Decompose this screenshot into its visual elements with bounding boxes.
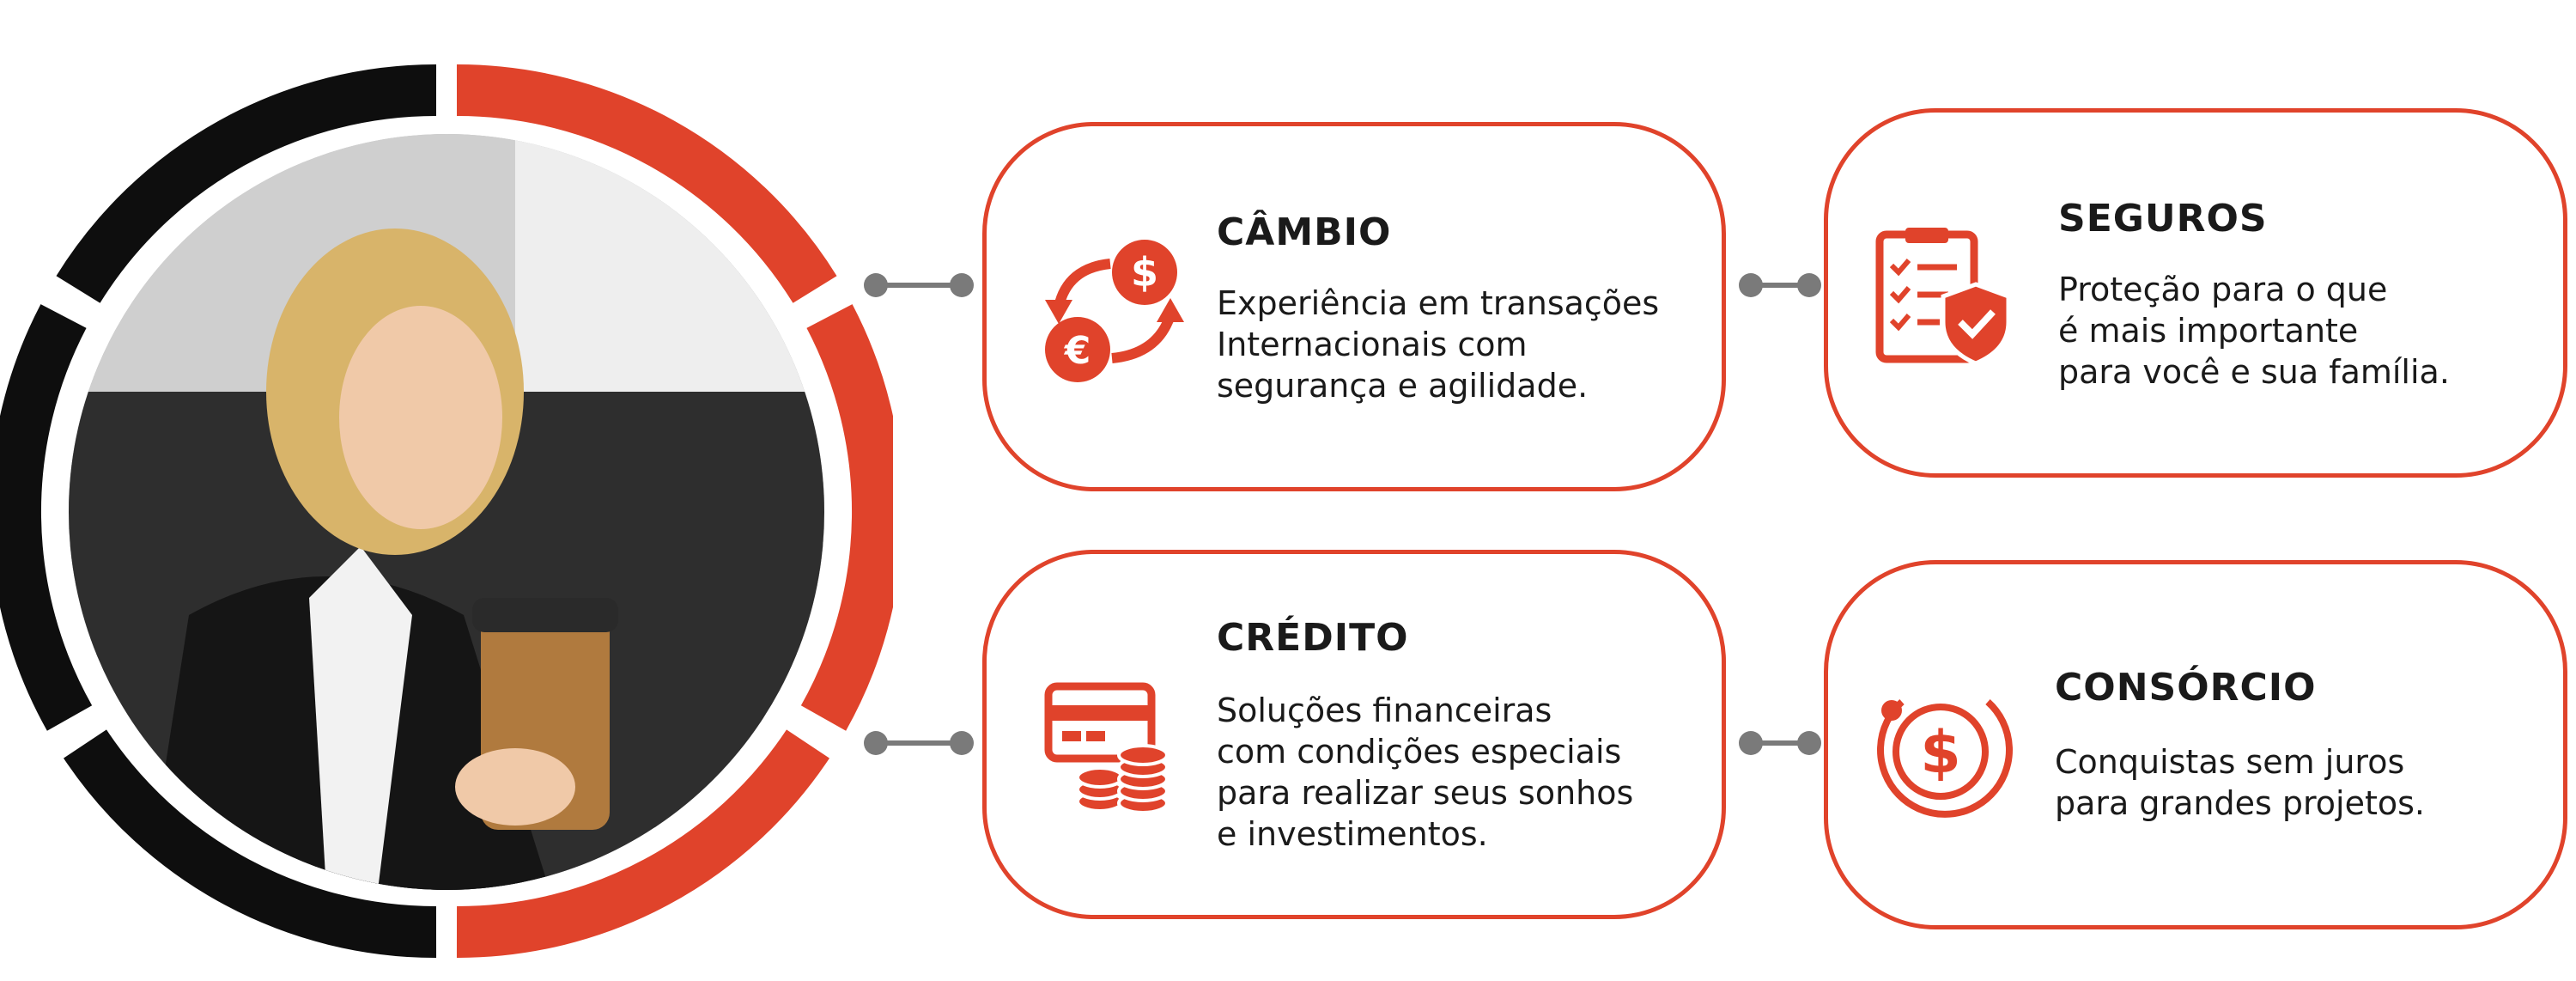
card-seguros-line: é mais importante: [2058, 312, 2359, 350]
card-credito-description: Soluções financeiras com condições espec…: [1217, 690, 1633, 855]
card-credito-line: e investimentos.: [1217, 815, 1488, 853]
card-credito-line: Soluções financeiras: [1217, 692, 1552, 729]
connector-cambio: [864, 273, 974, 297]
decorative-ring: [0, 64, 893, 958]
card-seguros[interactable]: SEGUROS Proteção para o que é mais impor…: [1824, 108, 2567, 478]
card-consorcio[interactable]: $ CONSÓRCIO Conquistas sem juros para gr…: [1824, 560, 2567, 929]
card-seguros-line: para você e sua família.: [2058, 353, 2450, 391]
connector-credito: [864, 731, 974, 755]
credit-card-coins-icon: [1044, 682, 1169, 814]
currency-exchange-icon: $ €: [1045, 240, 1184, 382]
ring-segment-bottom-left: [64, 729, 437, 958]
ring-segment-bottom-right: [456, 729, 829, 958]
card-credito-line: para realizar seus sonhos: [1217, 774, 1634, 812]
card-seguros-title: SEGUROS: [2058, 197, 2268, 241]
connector-consorcio: [1739, 731, 1821, 755]
svg-text:$: $: [1920, 719, 1960, 787]
card-seguros-line: Proteção para o que: [2058, 271, 2388, 308]
svg-text:€: €: [1064, 329, 1091, 373]
card-cambio-line: segurança e agilidade.: [1217, 367, 1589, 405]
card-seguros-description: Proteção para o que é mais importante pa…: [2058, 269, 2450, 393]
card-cambio-description: Experiência em transações Internacionais…: [1217, 283, 1659, 406]
card-consorcio-line: Conquistas sem juros: [2055, 743, 2405, 781]
dollar-coin-icon: $: [1877, 699, 2013, 818]
card-consorcio-description: Conquistas sem juros para grandes projet…: [2055, 741, 2425, 824]
card-credito-title: CRÉDITO: [1217, 616, 1409, 660]
card-credito-line: com condições especiais: [1217, 733, 1622, 771]
card-cambio[interactable]: $ € CÂMBIO Experiência em transações Int…: [982, 122, 1726, 491]
card-consorcio-title: CONSÓRCIO: [2055, 666, 2317, 710]
ring-segment-right: [800, 304, 893, 731]
photo-illustration: [69, 134, 824, 890]
card-cambio-line: Internacionais com: [1217, 326, 1528, 363]
card-consorcio-line: para grandes projetos.: [2055, 784, 2426, 822]
ring-segment-left: [0, 304, 93, 731]
card-credito[interactable]: CRÉDITO Soluções financeiras com condiçõ…: [982, 550, 1726, 919]
woman-with-coffee-photo: [69, 134, 824, 890]
svg-text:$: $: [1131, 249, 1158, 296]
card-cambio-line: Experiência em transações: [1217, 284, 1660, 322]
card-cambio-title: CÂMBIO: [1217, 210, 1392, 254]
ring-segment-top-left: [56, 64, 437, 303]
connector-seguros: [1739, 273, 1821, 297]
insurance-shield-icon: [1875, 228, 2011, 366]
ring-segment-top-right: [456, 64, 837, 303]
